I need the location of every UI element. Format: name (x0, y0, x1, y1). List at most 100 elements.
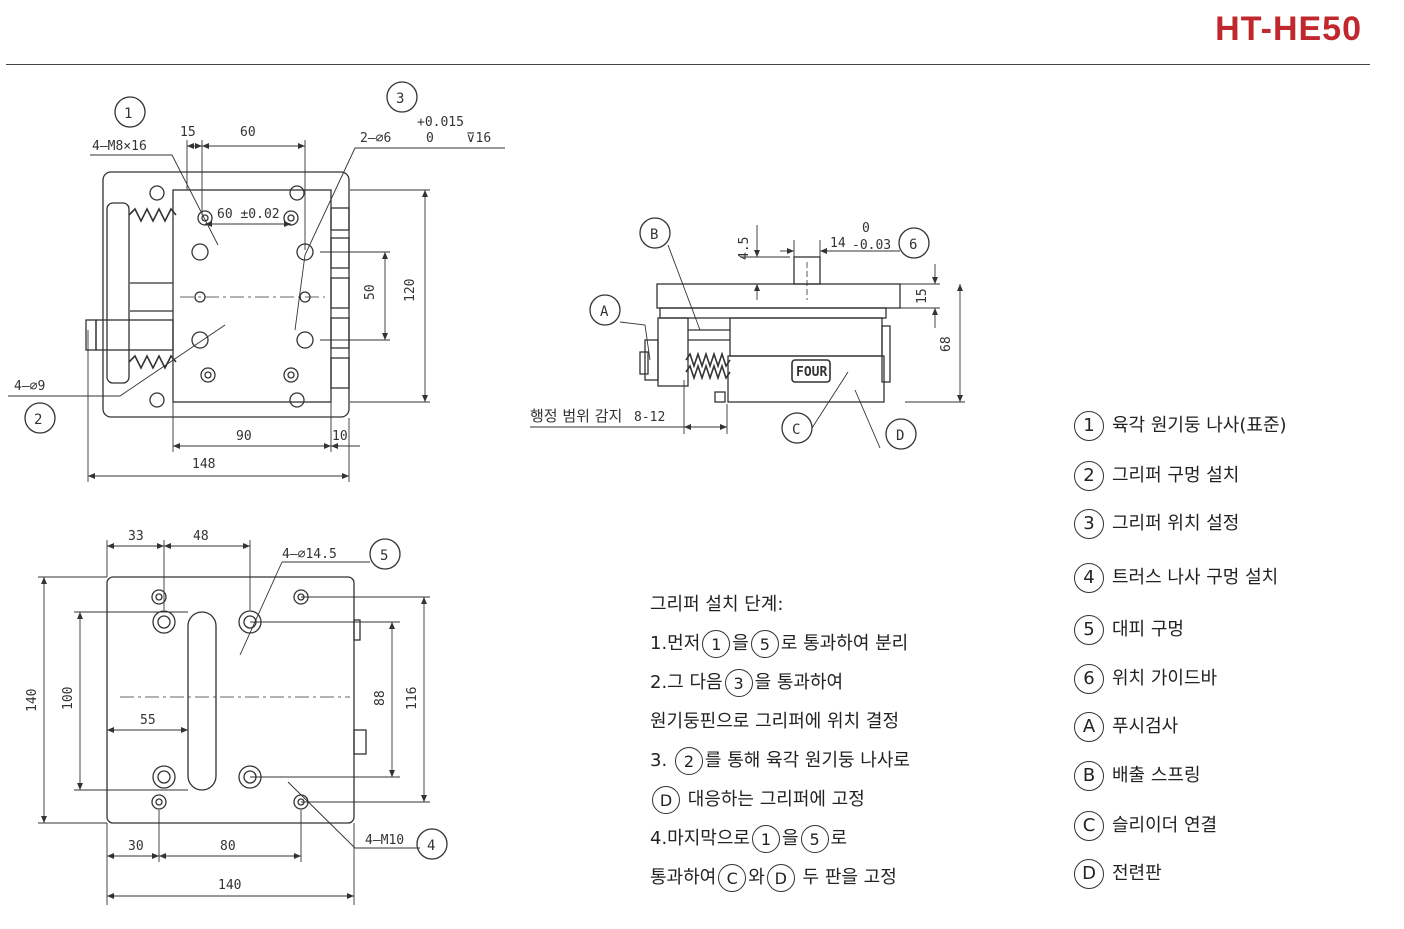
top-view (8, 81, 505, 482)
legend-item: D 전련판 (1072, 858, 1162, 890)
step-2-cont: 원기둥핀으로 그리퍼에 위치 결정 (650, 711, 900, 732)
slider-body (729, 317, 883, 357)
callout-label: 6 (909, 237, 917, 253)
legend-text: 푸시검사 (1112, 716, 1179, 737)
step-text: 두 판을 고정 (802, 867, 897, 888)
callout-label: 3 (396, 91, 404, 107)
step-text: 4.마지막으로 (650, 828, 750, 849)
step-callout: C (718, 864, 747, 892)
callout-label: B (650, 227, 658, 243)
slider-block (727, 355, 885, 403)
step-text: 와 (748, 867, 765, 888)
callout-c (781, 412, 813, 444)
slot (187, 611, 217, 791)
step-text: 로 (830, 828, 848, 849)
legend-key: 2 (1074, 461, 1104, 491)
step-callout: 1 (702, 630, 731, 658)
legend-text: 대피 구멍 (1112, 619, 1184, 640)
dim-140-h: 140 (25, 689, 40, 712)
dim-tol-up: 0 (862, 221, 870, 236)
bottom-view-labels: 5 4 (380, 548, 435, 854)
step-callout: 3 (724, 669, 753, 697)
stroke-detect-label: 행정 범위 감지 (530, 407, 622, 425)
legend-key: 4 (1074, 563, 1104, 593)
step-text: 를 통해 육각 원기둥 나사로 (704, 750, 910, 771)
step-text: 3. (650, 750, 668, 771)
dim-88: 88 (373, 690, 388, 706)
legend-text: 전련판 (1112, 863, 1162, 884)
dim-m10: 4—M10 (365, 833, 404, 848)
step-text: 통과하여 (650, 867, 717, 888)
dim-tol-low: 0 (426, 131, 434, 146)
bottom-view-dim-text: 33 48 4—∅14.5 140 100 55 88 116 4—M10 30… (25, 529, 420, 893)
legend-key: 1 (1074, 411, 1104, 441)
bottom-view-plate (106, 576, 355, 824)
top-view-labels: 1 3 2 (34, 91, 404, 428)
dim-pitch: 60 ±0.02 (217, 207, 280, 222)
step-text: 을 (781, 828, 799, 849)
step-callout: 1 (751, 825, 780, 853)
step-callout: 2 (674, 747, 703, 775)
step-callout: 5 (750, 630, 779, 658)
dim-30: 30 (128, 839, 144, 854)
header-divider (6, 64, 1370, 65)
dim-80: 80 (220, 839, 236, 854)
dim-10: 10 (332, 429, 348, 444)
step-callout: 5 (800, 825, 829, 853)
page-title: HT-HE50 (1215, 10, 1362, 48)
top-view-dim-text: 4—M8×16 2—∅6 +0.015 0 ⊽16 15 60 60 ±0.02… (14, 115, 491, 472)
callout-2-top (24, 402, 56, 434)
dim-116: 116 (405, 687, 420, 710)
legend-item: 4 트러스 나사 구멍 설치 (1072, 562, 1278, 594)
callout-6 (898, 227, 930, 259)
dim-90: 90 (236, 429, 252, 444)
dim-100: 100 (61, 687, 76, 710)
brand-plate (791, 359, 831, 383)
legend-item: 3 그리퍼 위치 설정 (1072, 508, 1239, 540)
step-text: 로 통과하여 분리 (780, 633, 909, 654)
callout-3-top (386, 81, 418, 113)
legend-key: D (1074, 859, 1104, 889)
legend-item: 2 그리퍼 구멍 설치 (1072, 460, 1239, 492)
dim-stroke-range: 8-12 (634, 410, 665, 425)
dim-15: 15 (180, 125, 196, 140)
dim-55: 55 (140, 713, 156, 728)
side-view-top-plate (656, 283, 901, 309)
legend-key: 6 (1074, 664, 1104, 694)
dim-d14-5: 4—∅14.5 (282, 547, 337, 562)
legend-text: 그리퍼 구멍 설치 (1112, 465, 1240, 486)
callout-4 (416, 828, 448, 860)
dim-148: 148 (192, 457, 215, 472)
step-callout: D (766, 864, 795, 892)
steps-heading: 그리퍼 설치 단계: (650, 594, 784, 615)
legend-text: 트러스 나사 구멍 설치 (1112, 567, 1279, 588)
legend-key: 5 (1074, 615, 1104, 645)
callout-label: 1 (124, 106, 132, 122)
legend-text: 슬리이더 연결 (1112, 815, 1218, 836)
callout-1-top (114, 96, 146, 128)
callout-b (639, 217, 671, 249)
step-text: 대응하는 그리퍼에 고정 (687, 789, 865, 810)
dim-60: 60 (240, 125, 256, 140)
dim-m8: 4—M8×16 (92, 139, 147, 154)
legend-text: 그리퍼 위치 설정 (1112, 513, 1240, 534)
dim-d9: 4—∅9 (14, 379, 45, 394)
dim-48: 48 (193, 529, 209, 544)
guide-bar (793, 256, 821, 285)
legend-key: 3 (1074, 509, 1104, 539)
callout-label: D (896, 428, 904, 444)
dim-tol-low: -0.03 (852, 238, 891, 253)
step-text: 2.그 다음 (650, 672, 723, 693)
step-3-cont: D 대응하는 그리퍼에 고정 (650, 780, 910, 819)
side-view (530, 217, 965, 450)
